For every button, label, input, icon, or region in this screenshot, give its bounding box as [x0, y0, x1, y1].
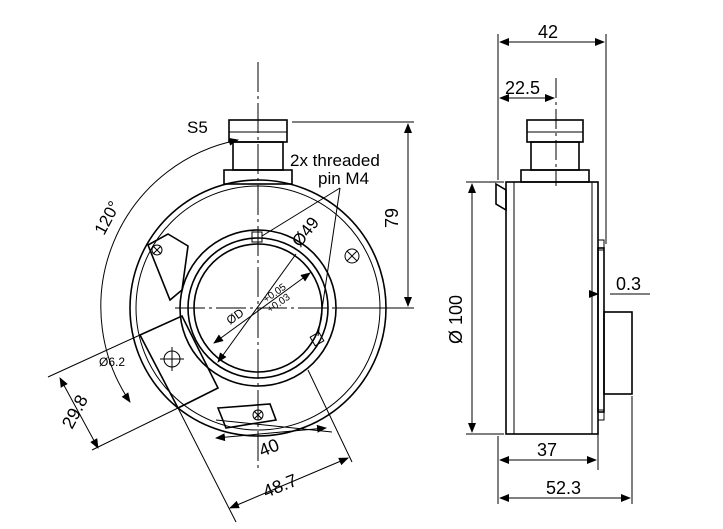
side-view: 42 22.5 Ø 100 0.3 37 52.3 [446, 22, 650, 504]
side-connector-body [530, 141, 580, 171]
front-view: S5 2x threaded pin M4 120° Ø49 ØD +0.05 … [47, 62, 414, 523]
d40-dimension-line [215, 424, 327, 442]
mounting-slot-bottom [216, 403, 278, 429]
d49-label: Ø49 [288, 213, 323, 250]
screw-icon [151, 244, 163, 256]
hole-diameter-label: Ø6.2 [99, 355, 125, 369]
w523-label: 52.3 [546, 478, 581, 498]
screw-icon [344, 248, 360, 264]
bore-label: ØD [224, 305, 247, 327]
side-connector-cap [526, 119, 584, 143]
d298-dimension-line [59, 377, 99, 449]
extension-line [177, 407, 237, 523]
side-pin [495, 182, 507, 212]
bore-dimension-line [213, 272, 311, 344]
w225-label: 22.5 [505, 78, 540, 98]
screw-icon [252, 409, 264, 421]
w37-label: 37 [537, 440, 557, 460]
threaded-pin-top [251, 231, 263, 243]
angle-arc [100, 137, 239, 403]
side-housing [505, 181, 599, 435]
d100-label: Ø 100 [446, 295, 466, 344]
side-flange [597, 247, 605, 413]
threaded-pin-side [309, 331, 325, 347]
leader-line [261, 187, 341, 237]
w42-label: 42 [538, 22, 558, 42]
extension-line [307, 369, 353, 463]
angle-label: 120° [91, 198, 124, 238]
extension-line [47, 334, 141, 378]
cable-label: S5 [187, 118, 208, 137]
d487-label: 48.7 [260, 470, 300, 502]
extension-line [215, 419, 333, 433]
d40-label: 40 [256, 435, 282, 461]
threaded-pin-label: 2x threaded [290, 151, 380, 170]
extension-line [91, 407, 179, 451]
threaded-pin-size: pin M4 [318, 169, 369, 188]
leader-line [317, 187, 341, 337]
d298-label: 29.8 [58, 392, 92, 432]
t03-label: 0.3 [616, 274, 641, 294]
side-connector-base [520, 169, 590, 183]
side-shaft-collar [603, 311, 633, 395]
h79-label: 79 [382, 208, 402, 228]
d487-dimension-line [229, 457, 349, 509]
